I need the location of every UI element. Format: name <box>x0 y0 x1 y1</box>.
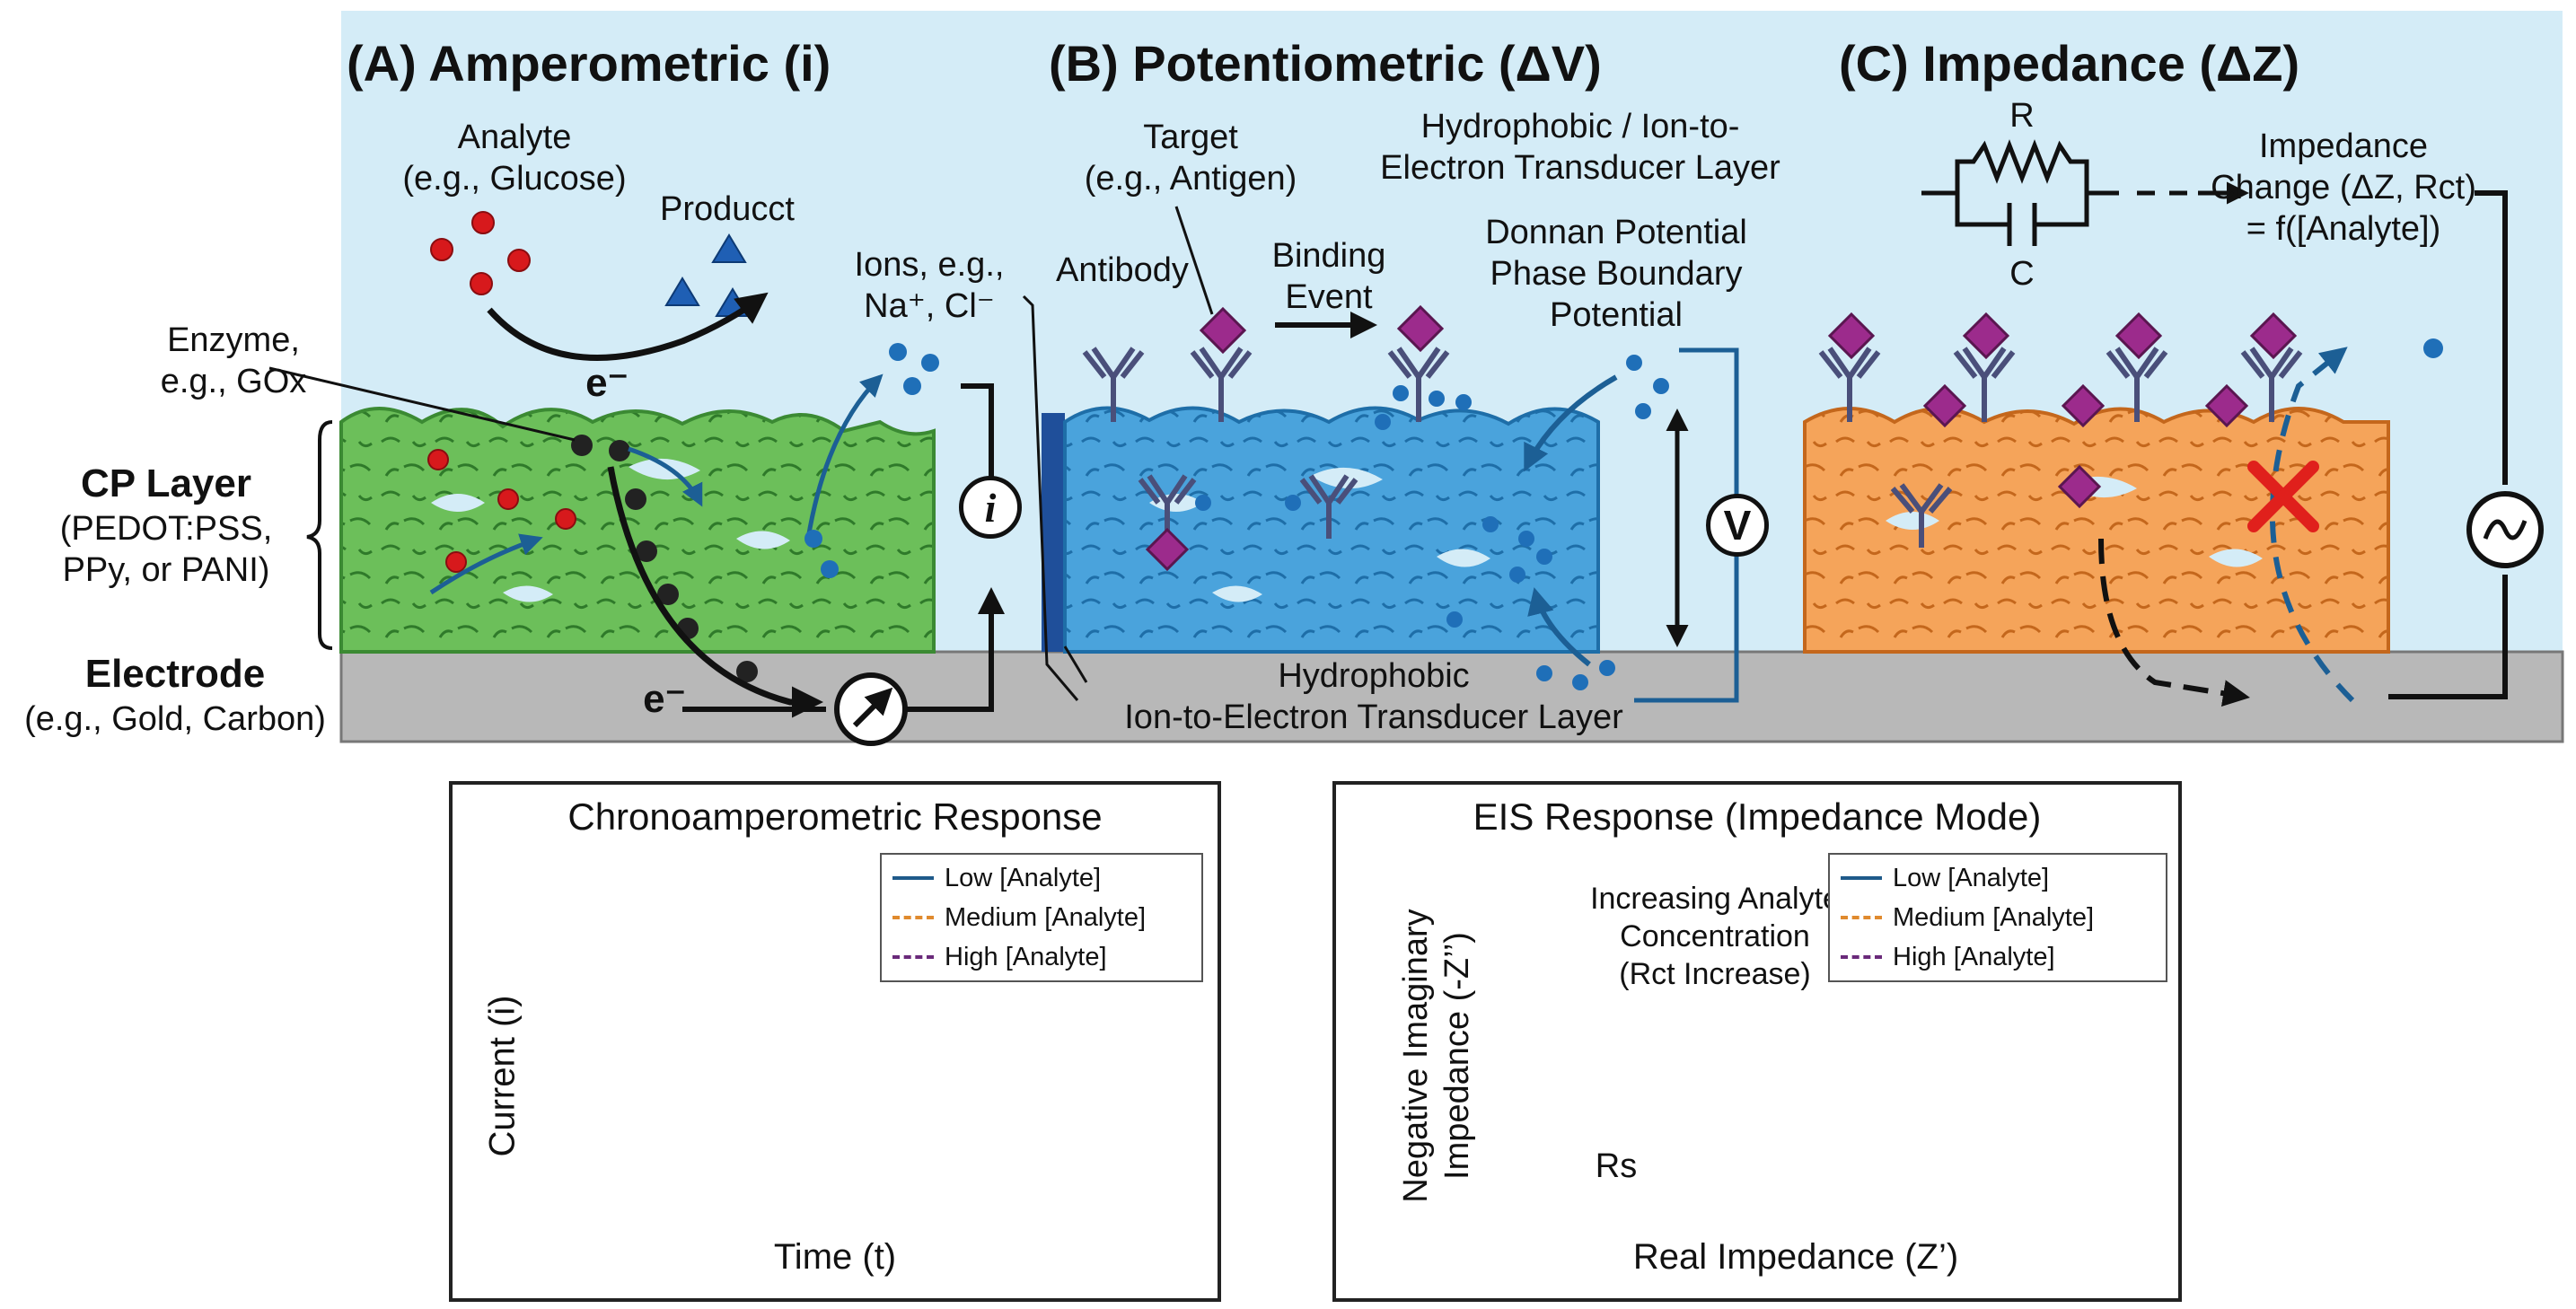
ion-dots-a <box>804 343 939 578</box>
panel-b-title: (B) Potentiometric (ΔV) <box>1049 35 1602 92</box>
cp-layer-brace <box>306 420 333 650</box>
voltage-indicator: V <box>1706 494 1769 557</box>
chart1-legend-high: High [Analyte] <box>892 937 1191 977</box>
ion-dot-c <box>2423 338 2443 358</box>
cp-layer-label: CP Layer <box>81 461 251 505</box>
chart1-legend-low-text: Low [Analyte] <box>945 863 1102 892</box>
transducer-layer-bottom-label: Hydrophobic Ion-to-Electron Transducer L… <box>1124 657 1623 736</box>
current-indicator: i <box>959 476 1022 539</box>
chart2-legend-high: High [Analyte] <box>1841 937 2155 977</box>
ac-wave <box>2483 519 2528 540</box>
blocked-path-arrow <box>2098 538 2250 707</box>
legend-swatch-medium <box>892 916 934 919</box>
arrow-enzyme-reaction <box>487 292 769 362</box>
impedance-loop <box>2388 190 2508 699</box>
capacitor-label: C <box>2009 255 2035 293</box>
panel-c-title: (C) Impedance (ΔZ) <box>1839 35 2300 92</box>
ions-pointer <box>1022 294 1079 701</box>
arrow-enzyme-pointer <box>268 366 576 442</box>
cp-layer-orange <box>1803 407 2390 654</box>
antibodies-b <box>1082 347 1450 539</box>
transducer-layer-top-label: Hydrophobic / Ion-to- Electron Transduce… <box>1380 108 1780 187</box>
arrow-substrate-in <box>429 533 543 595</box>
chart2-legend: Low [Analyte] Medium [Analyte] High [Ana… <box>1828 853 2167 982</box>
chart2-title: EIS Response (Impedance Mode) <box>1473 795 2042 838</box>
block-x-icon <box>2247 461 2319 532</box>
arrow-electron-flow <box>607 466 823 718</box>
chart2-xlabel: Real Impedance (Z’) <box>1632 1237 1959 1277</box>
panel-a-title: (A) Amperometric (i) <box>347 35 831 92</box>
rc-circuit <box>1921 139 2119 246</box>
analyte-molecules <box>427 211 576 573</box>
electrode-materials-label: (e.g., Gold, Carbon) <box>24 700 326 738</box>
transducer-bottom-pointer <box>1063 646 1088 683</box>
chart1-legend-high-text: High [Analyte] <box>945 942 1107 971</box>
chart1-ylabel: Current (i) <box>482 995 523 1157</box>
legend-swatch-low <box>892 876 934 880</box>
legend2-swatch-low <box>1841 876 1882 880</box>
chart1-legend: Low [Analyte] Medium [Analyte] High [Ana… <box>880 853 1203 982</box>
chart1-legend-medium-text: Medium [Analyte] <box>945 902 1147 932</box>
arrow-ion-bottom <box>1527 587 1591 667</box>
legend2-swatch-medium <box>1841 916 1882 919</box>
antibodies-c <box>1818 347 2303 548</box>
product-label: Producct <box>660 190 795 228</box>
cp-layer-green <box>339 407 936 654</box>
eis-annotation: Increasing Analyte Concentration (Rct In… <box>1590 882 1840 991</box>
ions-label: Ions, e.g., Na⁺, Cl⁻ <box>854 246 1005 325</box>
antigens-b <box>1145 304 1445 572</box>
cp-pores-orange <box>1886 476 2263 567</box>
legend-swatch-high <box>892 955 934 959</box>
chart1-title: Chronoamperometric Response <box>567 795 1103 838</box>
chart1-xlabel: Time (t) <box>773 1237 897 1277</box>
electron-label-top: e⁻ <box>585 361 629 405</box>
analyte-label: Analyte (e.g., Glucose) <box>402 119 627 198</box>
arrow-target-pointer <box>1174 206 1214 315</box>
antigens-c <box>1827 312 2298 509</box>
eis-rs-label: Rs <box>1595 1147 1638 1185</box>
resistor-label: R <box>2009 97 2035 135</box>
ion-dots-b <box>1195 355 1669 690</box>
antibody-label: Antibody <box>1056 251 1189 289</box>
ammeter-needle <box>852 687 893 728</box>
legend2-swatch-high <box>1841 955 1882 959</box>
electrons-dots <box>571 435 758 682</box>
chart2-legend-medium-text: Medium [Analyte] <box>1893 902 2095 932</box>
donnan-potential-label: Donnan Potential Phase Boundary Potentia… <box>1485 214 1747 334</box>
chart2-legend-medium: Medium [Analyte] <box>1841 898 2155 937</box>
impedance-change-label: Impedance Change (ΔZ, Rct) = f([Analyte]… <box>2211 127 2476 248</box>
electron-label-bottom: e⁻ <box>643 677 686 721</box>
target-label: Target (e.g., Antigen) <box>1084 119 1297 198</box>
chart1-legend-low: Low [Analyte] <box>892 858 1191 898</box>
chart2-legend-low: Low [Analyte] <box>1841 858 2155 898</box>
chart2-legend-high-text: High [Analyte] <box>1893 942 2055 971</box>
chart1-legend-medium: Medium [Analyte] <box>892 898 1191 937</box>
cp-materials-label: (PEDOT:PSS, PPy, or PANI) <box>59 510 273 589</box>
chart2-ylabel: Negative Imaginary Impedance (-Z’’) <box>1397 909 1476 1203</box>
blocked-ion-arrow <box>2269 347 2355 703</box>
arrow-diffusion <box>628 446 703 507</box>
electrode-label: Electrode <box>84 652 266 696</box>
chart2-legend-low-text: Low [Analyte] <box>1893 863 2050 892</box>
enzyme-label: Enzyme, e.g., GOx <box>160 321 307 400</box>
arrow-ion-potential <box>1524 374 1618 472</box>
binding-event-label: Binding Event <box>1271 237 1386 316</box>
arrow-ion-out <box>805 373 884 540</box>
